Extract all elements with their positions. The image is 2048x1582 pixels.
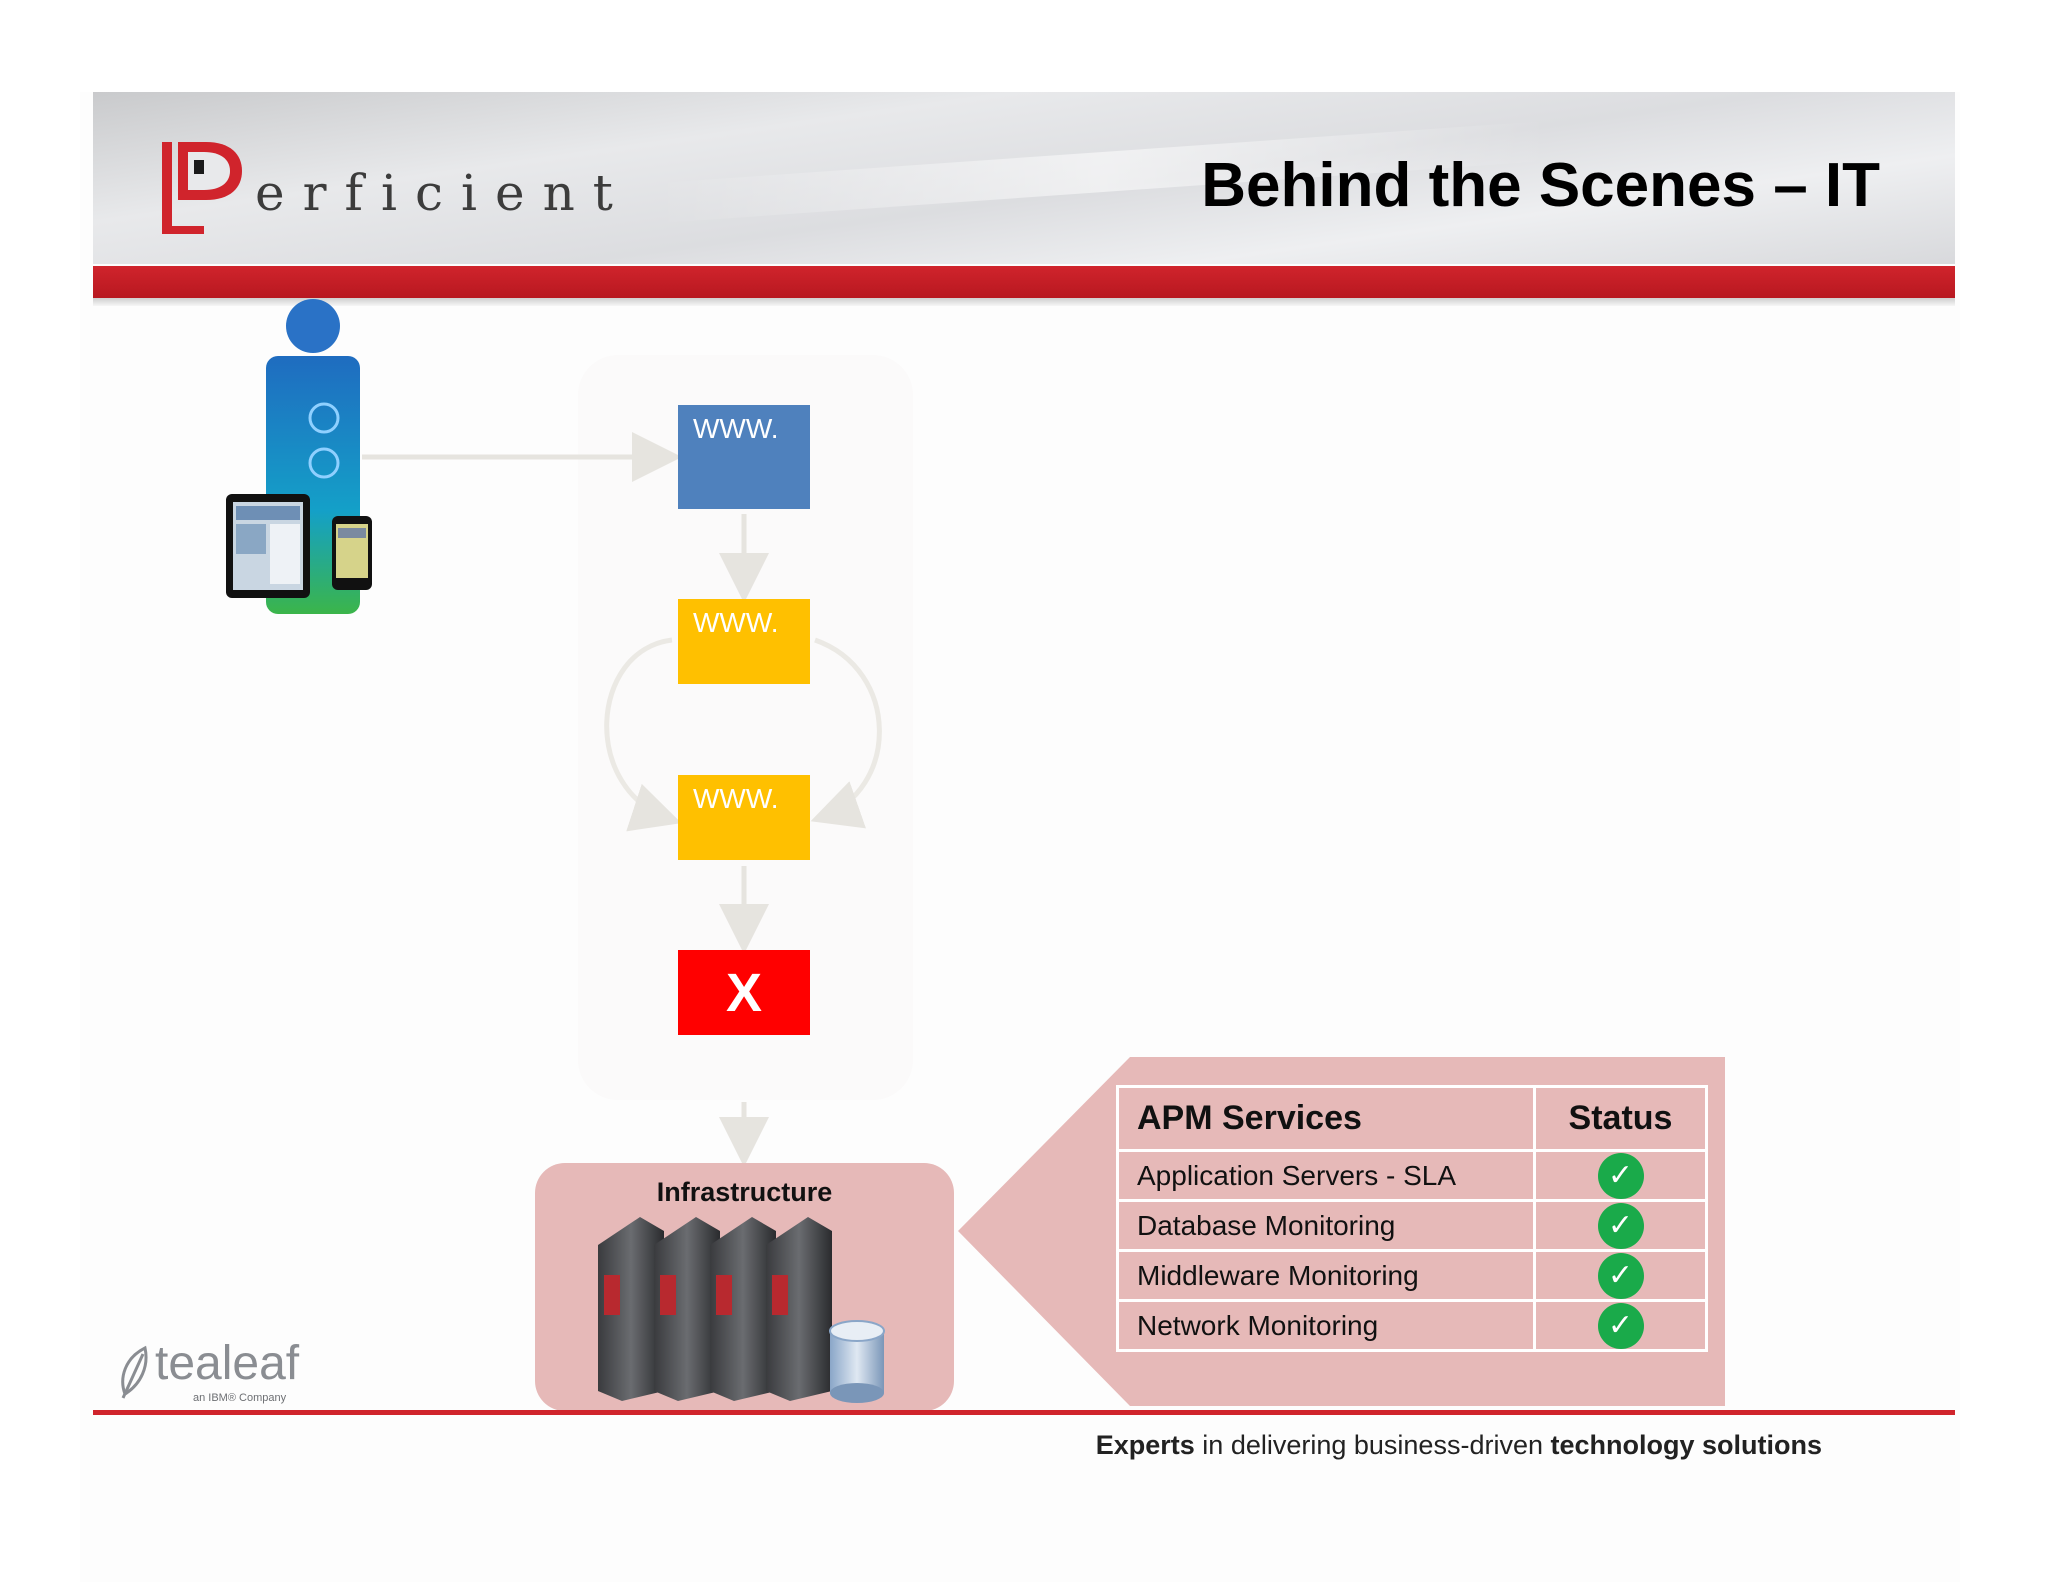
service-name-cell: Application Servers - SLA [1116,1149,1536,1202]
apm-services-table: APM Services Status Application Servers … [1116,1085,1708,1352]
green-check-icon: ✓ [1597,1302,1644,1349]
loop-arrow-right [810,637,882,829]
header-red-bar [93,266,1955,298]
tagline-bold-solutions: technology solutions [1550,1430,1822,1460]
perficient-logo-text: erficient [255,164,631,222]
table-row: Network Monitoring ✓ [1116,1299,1708,1352]
server-rack-icon [598,1217,885,1403]
perficient-logo: erficient [160,138,613,238]
database-cylinder-icon [829,1320,885,1403]
table-row: Middleware Monitoring ✓ [1116,1249,1708,1302]
infrastructure-label: Infrastructure [656,1177,833,1207]
error-box: X [678,950,810,1035]
loop-arrow-left [604,637,682,832]
apm-services-header: APM Services [1116,1085,1536,1152]
web-entry-box: WWW. [678,405,810,509]
perficient-p-mark-icon [162,142,242,234]
footer-red-line [93,1410,1955,1415]
app-tier-box: WWW. [678,775,810,860]
tealeaf-logo: tealeaf an IBM® Company [115,1337,335,1408]
status-cell: ✓ [1533,1149,1708,1202]
table-row: Database Monitoring ✓ [1116,1199,1708,1252]
tealeaf-leaf-icon [121,1345,148,1399]
web-tier-box: WWW. [678,599,810,684]
status-header: Status [1533,1085,1708,1152]
footer-tagline: Experts in delivering business-driven te… [1000,1430,1822,1461]
slide-title: Behind the Scenes – IT [1201,151,1880,220]
server-unit [710,1217,776,1401]
apm-table-header-row: APM Services Status [1116,1085,1708,1152]
server-unit [654,1217,720,1401]
status-cell: ✓ [1533,1299,1708,1352]
green-check-icon: ✓ [1597,1152,1644,1199]
tealeaf-subtitle: an IBM® Company [193,1392,287,1404]
status-cell: ✓ [1533,1199,1708,1252]
service-name-cell: Middleware Monitoring [1116,1249,1536,1302]
header-red-bar-shadow [93,298,1955,306]
process-container [578,355,913,1100]
server-unit [766,1217,832,1401]
tagline-bold-experts: Experts [1095,1430,1195,1460]
tagline-middle: in delivering business-driven [1194,1430,1551,1460]
service-name-cell: Database Monitoring [1116,1199,1536,1252]
header-band [93,92,1955,264]
green-check-icon: ✓ [1597,1202,1644,1249]
server-unit [598,1217,664,1401]
service-name-cell: Network Monitoring [1116,1299,1536,1352]
status-cell: ✓ [1533,1249,1708,1302]
tealeaf-wordmark: tealeaf [155,1337,300,1390]
table-row: Application Servers - SLA ✓ [1116,1149,1708,1202]
green-check-icon: ✓ [1597,1252,1644,1299]
user-with-devices-icon [226,299,372,614]
